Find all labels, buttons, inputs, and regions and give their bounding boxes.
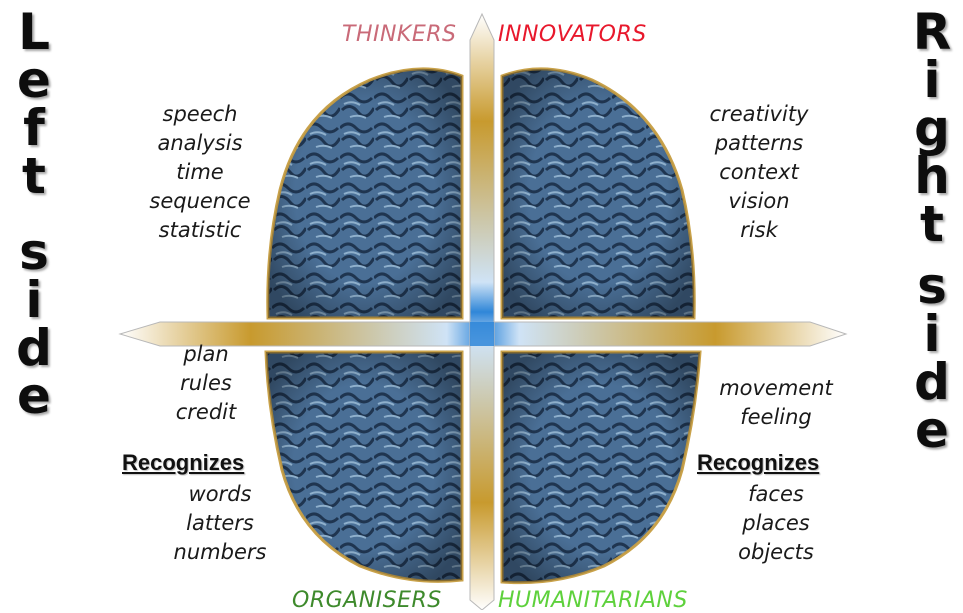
brain-bottom-right [500, 350, 702, 585]
right-letter: e [915, 401, 949, 459]
right-side-label: R i g h t s i d e [902, 3, 962, 459]
cross-divider [118, 12, 848, 610]
brain-bottom-left [264, 350, 464, 583]
right-letter: i [923, 305, 941, 363]
list-item: vision [728, 189, 790, 213]
right-letter: d [914, 353, 950, 411]
list-item: movement [719, 376, 833, 400]
brain-top-left [266, 67, 464, 320]
list-item: objects [738, 540, 814, 564]
heading-innovators: INNOVATORS [498, 22, 647, 47]
right-letter: h [914, 147, 950, 205]
brain-top-right [500, 67, 696, 320]
heading-humanitarians: HUMANITARIANS [498, 588, 688, 613]
list-item: analysis [157, 131, 243, 155]
right-letter: i [923, 51, 941, 109]
left-letter: i [25, 271, 43, 329]
right-letter: R [912, 3, 952, 61]
left-letter: f [23, 99, 45, 157]
right-letter: s [917, 257, 947, 315]
bottom-left-word-list: plan rules credit [156, 340, 256, 427]
left-letter: s [19, 223, 49, 281]
right-recognizes-list: faces places objects [716, 480, 836, 567]
list-item: context [719, 160, 799, 184]
top-right-word-list: creativity patterns context vision risk [696, 100, 822, 245]
list-item: words [188, 482, 252, 506]
list-item: numbers [173, 540, 267, 564]
list-item: risk [740, 218, 778, 242]
list-item: latters [186, 511, 254, 535]
left-letter: e [17, 51, 51, 109]
left-recognizes-list: words latters numbers [160, 480, 280, 567]
list-item: sequence [149, 189, 251, 213]
left-letter: e [17, 367, 51, 425]
list-item: places [742, 511, 810, 535]
list-item: rules [180, 371, 232, 395]
left-recognizes-heading: Recognizes [122, 450, 245, 475]
list-item: faces [748, 482, 804, 506]
right-recognizes-heading: Recognizes [697, 450, 820, 475]
top-left-word-list: speech analysis time sequence statistic [140, 100, 260, 245]
list-item: speech [162, 102, 238, 126]
right-letter: g [914, 99, 950, 157]
left-letter: d [16, 319, 52, 377]
list-item: feeling [740, 405, 812, 429]
heading-thinkers: THINKERS [342, 22, 457, 47]
left-letter: L [18, 3, 50, 61]
left-letter: t [22, 147, 46, 205]
right-letter: t [920, 195, 944, 253]
list-item: time [176, 160, 224, 184]
list-item: creativity [709, 102, 809, 126]
list-item: statistic [158, 218, 242, 242]
list-item: plan [183, 342, 229, 366]
left-side-label: L e f t s i d e [4, 3, 64, 425]
list-item: credit [175, 400, 237, 424]
bottom-right-word-list: movement feeling [716, 374, 836, 432]
heading-organisers: ORGANISERS [292, 588, 442, 613]
list-item: patterns [714, 131, 804, 155]
